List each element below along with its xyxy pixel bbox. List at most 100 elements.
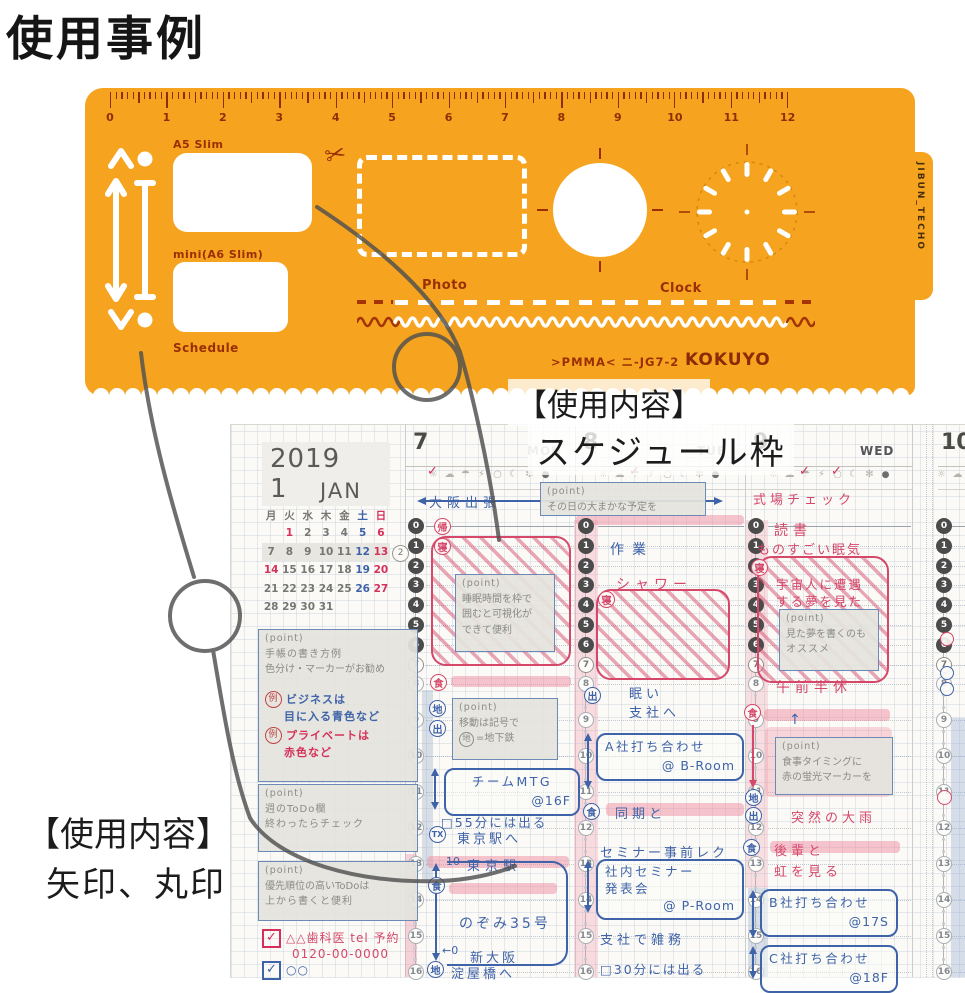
weather-icon: ☁	[952, 469, 963, 480]
mini-a6slim-label: mini(A6 Slim)	[173, 248, 264, 261]
appointment-title: C社打ち合わせ	[769, 951, 871, 966]
weather-icon: ☂✓	[799, 464, 810, 480]
duration-arrow	[583, 733, 592, 789]
a5slim-label: A5 Slim	[173, 138, 224, 151]
hline	[768, 684, 911, 686]
material-code-label: >PMMA< ニ-JG7-2	[551, 355, 680, 369]
rail-dot	[942, 886, 945, 889]
point-box-move: (point) 移動は記号で 地=地下鉄	[452, 698, 558, 760]
rail-c: 7	[578, 656, 594, 673]
rail-dot	[942, 958, 945, 961]
hline0	[768, 526, 911, 527]
weather-icon: ☁	[444, 469, 455, 480]
rail-c: 12	[748, 820, 764, 836]
subway-mark: 地	[459, 732, 474, 748]
hline	[598, 545, 744, 547]
calendar-date: 18	[337, 564, 352, 576]
sleep-hatch-box	[596, 589, 730, 680]
sleep-mark: 寝	[434, 538, 451, 555]
meal-mark: 食	[583, 803, 600, 820]
day9-weekday: WED	[860, 444, 895, 458]
point-line: 見た夢を書くのも	[786, 628, 866, 640]
rail-dot	[942, 730, 945, 733]
rail-dot	[414, 958, 417, 961]
sleep-mark: 寝	[598, 591, 615, 608]
calendar-date: 22	[282, 582, 297, 595]
hline	[948, 828, 965, 829]
arrow-symbols	[105, 148, 156, 330]
todo-text: ○○	[286, 963, 309, 977]
weather-icon: ☾	[509, 469, 518, 480]
rail-c: 5	[936, 617, 952, 633]
usage-note-2-head: 【使用内容】	[26, 815, 230, 855]
rail-dot	[584, 778, 587, 781]
hline	[948, 625, 965, 626]
rail-c: 1	[408, 537, 424, 554]
registration-mark	[599, 261, 601, 272]
weather-icon: ○	[493, 469, 502, 480]
rail-c: 12	[578, 820, 594, 836]
point-title: (point)	[265, 865, 304, 876]
meal-mark: 食	[430, 674, 447, 691]
weather-icon: ☾	[849, 469, 858, 480]
rail-dot	[584, 802, 587, 805]
example-text-red: プライベートは	[286, 728, 370, 742]
hline	[948, 756, 965, 757]
meal-mark: 食	[428, 877, 445, 894]
todo-text: △△歯科医 tel 予約	[286, 931, 400, 945]
to-branch-note: 支社へ	[629, 706, 681, 721]
dream-note: 宇宙人に遭遇	[776, 577, 864, 592]
sleepy-note: 眠い	[629, 687, 664, 702]
hline	[948, 936, 965, 937]
hline	[598, 972, 744, 973]
appointment-title2: 発表会	[605, 880, 651, 896]
wrow: ☼☁☂⚡○☾✻	[936, 469, 965, 480]
highlight	[576, 515, 744, 525]
marker-band-blue	[951, 718, 965, 977]
calendar-date: 8	[285, 545, 294, 558]
rail-dot	[754, 886, 757, 889]
rail-c: 16	[408, 964, 424, 980]
point-box-dream: (point) 見た夢を書くのも オススメ	[779, 609, 879, 671]
rail-c: 12	[936, 820, 952, 836]
calendar-date	[372, 598, 390, 617]
hline	[426, 936, 574, 937]
rail-c: 4	[578, 597, 594, 614]
point-line: 色分け・マーカーがお勧め	[265, 664, 385, 676]
calendar-date: 16	[300, 564, 316, 576]
hline	[948, 684, 965, 686]
appointment-location: @ P-Room	[663, 897, 735, 913]
example-text-blue: 目に入る青色など	[284, 709, 380, 723]
hline	[598, 684, 744, 686]
highlight	[770, 841, 900, 853]
calendar-date: 7	[267, 545, 275, 558]
calendar-date: 15	[282, 564, 297, 576]
calendar-date: 20	[373, 564, 389, 576]
brand-logo: KOKUYO	[685, 350, 771, 370]
weather-icon: ☂	[461, 469, 470, 480]
mini-a6slim-cutout	[173, 262, 288, 332]
up-arrow-mark: ↑	[789, 712, 801, 728]
calendar-month-abbr: JAN	[320, 479, 362, 503]
hline	[948, 720, 965, 721]
todo-checkbox-red: ✓	[262, 929, 281, 948]
hline	[948, 565, 965, 567]
calendar-date: 2	[304, 527, 312, 539]
yodoyabashi-note: 淀屋橋へ	[451, 967, 516, 982]
a5slim-cutout	[173, 153, 312, 232]
calendar-date: 30	[300, 601, 316, 613]
calendar-date: 28	[263, 601, 279, 613]
rail-dot	[584, 922, 587, 925]
hline	[598, 828, 744, 829]
rail-dot	[414, 922, 417, 925]
leave-note: □30分には出る	[600, 962, 707, 977]
check-mark: ✓	[799, 464, 810, 479]
page-title: 使用事例	[6, 12, 206, 67]
rail-dot	[584, 838, 587, 841]
calendar-weekday: 火	[284, 510, 295, 522]
todo-checkbox-blue: ✓	[262, 961, 281, 980]
weather-icon: ✻	[865, 469, 874, 480]
duration-arrow	[430, 768, 439, 810]
